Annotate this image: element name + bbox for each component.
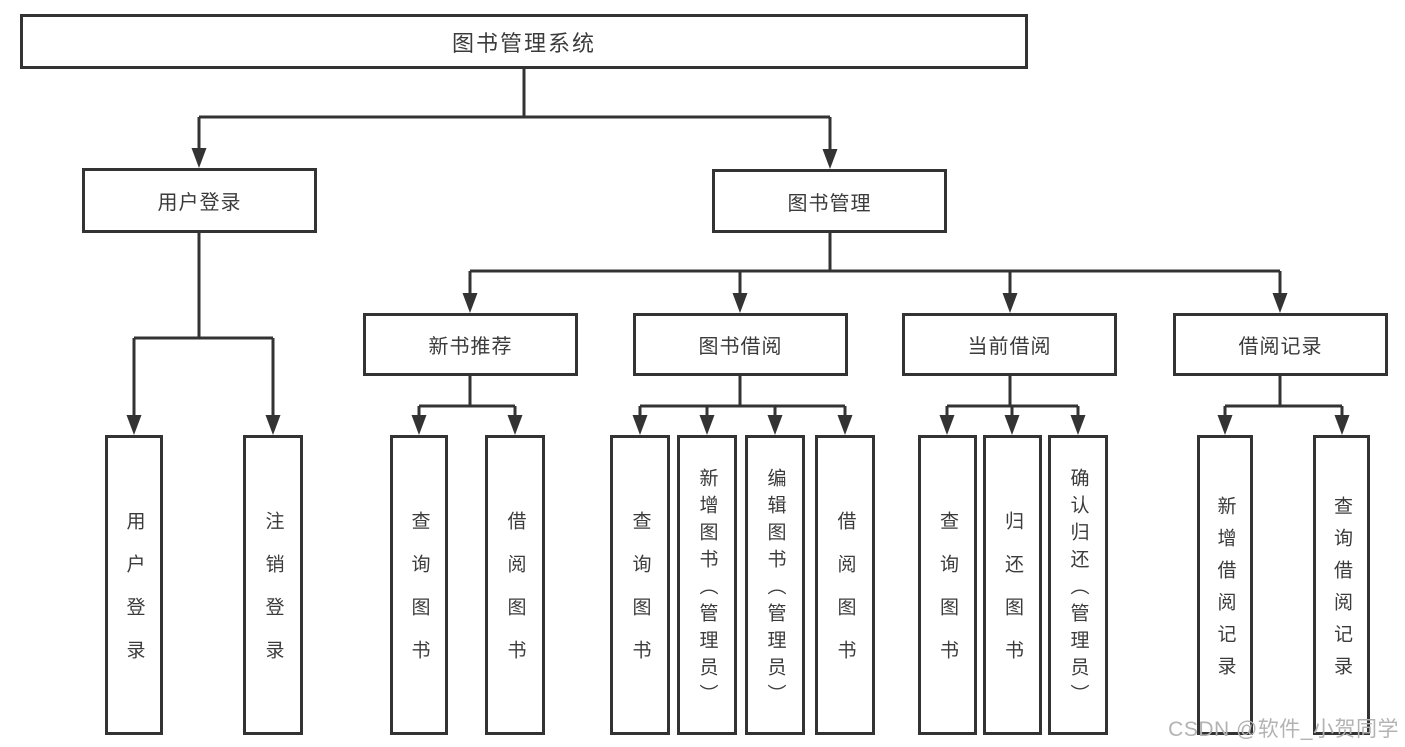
leaf-confirm-return-admin: 确认归还（管理员） xyxy=(1048,435,1108,735)
leaf-query-books-recommend: 查询图书 xyxy=(390,435,448,735)
node-label: 借阅图书 xyxy=(504,511,526,683)
node-book-management: 图书管理 xyxy=(712,169,947,233)
leaf-add-books-admin: 新增图书（管理员） xyxy=(677,435,737,735)
node-label: 用户登录 xyxy=(157,192,242,214)
arrow-down-icon xyxy=(191,148,207,168)
leaf-borrow-books: 借阅图书 xyxy=(815,435,875,735)
leaf-add-borrow-record: 新增借阅记录 xyxy=(1197,435,1253,735)
leaf-query-borrow-record: 查询借阅记录 xyxy=(1313,435,1370,735)
node-current-borrowing: 当前借阅 xyxy=(902,313,1117,376)
leaf-logout: 注销登录 xyxy=(243,435,303,735)
node-user-login: 用户登录 xyxy=(82,168,317,233)
node-label: 编辑图书（管理员） xyxy=(764,467,786,711)
node-label: 注销登录 xyxy=(262,511,284,683)
node-label: 借阅图书 xyxy=(834,511,856,683)
node-label: 新书推荐 xyxy=(428,336,513,358)
arrow-down-icon xyxy=(767,415,783,435)
node-label: 图书管理系统 xyxy=(451,30,596,56)
arrow-down-icon xyxy=(265,415,281,435)
leaf-borrow-books-recommend: 借阅图书 xyxy=(485,435,545,735)
node-label: 归还图书 xyxy=(1002,511,1023,683)
arrow-down-icon xyxy=(126,415,142,435)
arrow-down-icon xyxy=(939,415,955,435)
node-library-management-system: 图书管理系统 xyxy=(20,14,1028,69)
arrowheads xyxy=(126,148,1350,435)
leaf-user-login: 用户登录 xyxy=(105,435,163,735)
leaf-return-books: 归还图书 xyxy=(983,435,1042,735)
node-label: 图书管理 xyxy=(787,192,872,215)
node-book-borrowing: 图书借阅 xyxy=(633,313,848,376)
leaf-edit-books-admin: 编辑图书（管理员） xyxy=(745,435,805,735)
arrow-down-icon xyxy=(822,149,838,169)
node-new-book-recommendation: 新书推荐 xyxy=(363,313,578,376)
arrow-down-icon xyxy=(1272,293,1288,313)
node-label: 查询借阅记录 xyxy=(1331,495,1352,688)
leaf-query-books-current: 查询图书 xyxy=(918,435,977,735)
node-label: 用户登录 xyxy=(123,511,145,683)
node-label: 新增图书（管理员） xyxy=(696,467,718,711)
node-label: 查询图书 xyxy=(937,511,958,683)
arrow-down-icon xyxy=(462,293,478,313)
node-label: 查询图书 xyxy=(629,511,651,683)
arrow-down-icon xyxy=(411,415,427,435)
arrow-down-icon xyxy=(699,415,715,435)
arrow-down-icon xyxy=(1217,415,1233,435)
node-borrowing-records: 借阅记录 xyxy=(1173,313,1388,376)
node-label: 当前借阅 xyxy=(967,336,1052,358)
arrow-down-icon xyxy=(1002,293,1018,313)
node-label: 确认归还（管理员） xyxy=(1067,467,1089,711)
node-label: 查询图书 xyxy=(408,511,430,683)
node-label: 图书借阅 xyxy=(698,336,783,358)
node-label: 借阅记录 xyxy=(1238,336,1323,358)
connector-stems xyxy=(132,69,1344,419)
arrow-down-icon xyxy=(1334,415,1350,435)
arrow-down-icon xyxy=(507,415,523,435)
csdn-watermark: CSDN @软件_小贺同学 xyxy=(1168,718,1399,741)
arrow-down-icon xyxy=(1004,415,1020,435)
node-label: 新增借阅记录 xyxy=(1214,495,1236,688)
arrow-down-icon xyxy=(632,415,648,435)
arrow-down-icon xyxy=(837,415,853,435)
leaf-query-books-borrowing: 查询图书 xyxy=(610,435,670,735)
arrow-down-icon xyxy=(732,293,748,313)
arrow-down-icon xyxy=(1070,415,1086,435)
